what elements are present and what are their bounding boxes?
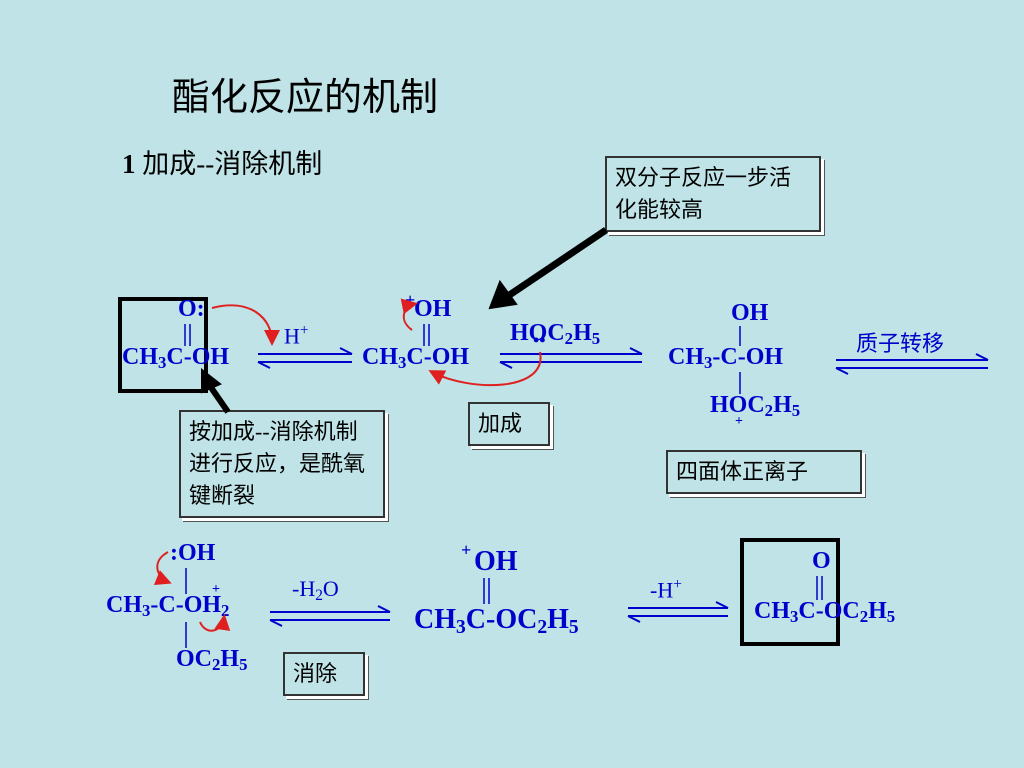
note-tetrahedral: 四面体正离子 (666, 450, 862, 494)
equilibrium-arrow (499, 347, 643, 369)
protonated-ester-formula: CH3C-OC2H5 (414, 604, 579, 638)
ethanol-label: HOC2H5 (510, 320, 601, 349)
bottom-oc2h5: OC2H5 (176, 646, 248, 675)
positive-charge: + (735, 414, 743, 429)
electron-arrow (428, 351, 542, 387)
top-oh: OH (731, 300, 769, 326)
proton-transfer-label: 质子转移 (856, 331, 945, 356)
pointer-arrow (488, 227, 608, 310)
double-bond (423, 324, 430, 346)
positive-charge: + (212, 582, 220, 597)
ethyl-acetate-formula: CH3C-OC2H5 (754, 598, 896, 627)
double-bond (184, 324, 191, 346)
electron-arrow (400, 298, 418, 331)
note-elimination: 消除 (283, 652, 365, 696)
minus-h-label: -H+ (650, 576, 682, 603)
carbonyl-oxygen: O: (178, 296, 205, 322)
h-plus-label: H+ (284, 322, 309, 349)
page-title: 酯化反应的机制 (172, 77, 439, 119)
acetic-acid-formula: CH3C-OH (122, 344, 230, 373)
section-number: 1 (122, 149, 136, 179)
section-heading: 1 加成--消除机制 (122, 142, 322, 181)
carbonyl-oxygen: O (812, 548, 831, 574)
equilibrium-arrow (835, 353, 989, 375)
electron-arrow (199, 614, 231, 632)
note-bimolecular: 双分子反应一步活化能较高 (605, 156, 821, 232)
equilibrium-arrow (269, 605, 391, 627)
tetrahedral-formula: CH3-C-OH (668, 344, 784, 373)
section-title: 加成--消除机制 (142, 149, 323, 179)
note-mechanism: 按加成--消除机制进行反应，是酰氧键断裂 (179, 410, 385, 518)
electron-arrow (153, 551, 172, 585)
minus-water-label: -H2O (292, 576, 339, 604)
pointer-arrow (201, 367, 231, 414)
note-addition: 加成 (468, 402, 550, 446)
equilibrium-arrow (627, 601, 729, 623)
electron-arrow (211, 304, 280, 346)
bottom-hoc2h5: HOC2H5 (710, 392, 801, 421)
product-highlight-frame (740, 538, 840, 646)
positive-charge: + (461, 540, 472, 560)
equilibrium-arrow (257, 347, 353, 369)
double-bond (483, 578, 490, 604)
protonated-intermediate-formula: CH3-C-OH2 (106, 592, 230, 621)
protonated-acid-formula: CH3C-OH (362, 344, 470, 373)
top-oh: :OH (170, 540, 216, 566)
protonated-oh: OH (414, 296, 452, 322)
protonated-oh: OH (474, 546, 518, 577)
acyl-highlight-frame (118, 297, 208, 393)
double-bond (816, 576, 823, 600)
lone-pair-dots: •• (533, 330, 546, 350)
